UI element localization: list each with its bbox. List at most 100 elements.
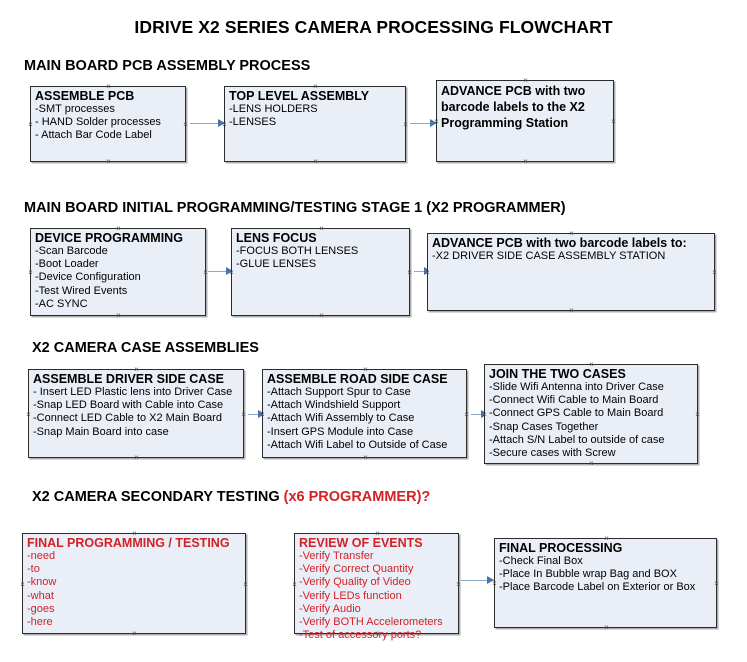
box-advance-pcb-programming-station[interactable]: ADVANCE PCB with two barcode labels to t…	[436, 80, 614, 162]
box-title: REVIEW OF EVENTS	[299, 536, 423, 550]
box-title: ASSEMBLE DRIVER SIDE CASE	[33, 372, 225, 386]
connector-arrow	[258, 410, 265, 418]
box-final-processing[interactable]: FINAL PROCESSING -Check Final Box -Place…	[494, 538, 717, 628]
section-heading-secondary-testing: X2 CAMERA SECONDARY TESTING (x6 PROGRAMM…	[32, 489, 430, 505]
box-line: -AC SYNC	[35, 297, 88, 310]
connector-arrow	[218, 119, 225, 127]
connector-line	[461, 580, 494, 581]
connector-arrow	[430, 119, 437, 127]
box-title: FINAL PROCESSING	[499, 541, 623, 555]
box-line: -goes	[27, 602, 55, 615]
box-line: -Connect GPS Cable to Main Board	[489, 407, 664, 420]
connection-handle-right	[711, 269, 718, 276]
box-join-the-two-cases[interactable]: JOIN THE TWO CASES -Slide Wifi Antenna i…	[484, 364, 698, 464]
box-line-overflow: -Test of accessory ports?	[299, 629, 422, 642]
connection-handle-bottom	[318, 312, 325, 319]
box-title: ADVANCE PCB with two barcode labels to t…	[441, 84, 586, 130]
box-line: -Device Configuration	[35, 271, 141, 284]
box-line: -Boot Loader	[35, 258, 99, 271]
box-line: -Snap Main Board into case	[33, 425, 169, 438]
connection-handle-bottom	[131, 630, 138, 637]
box-line: -Verify BOTH Accelerometers	[299, 616, 443, 629]
box-line: -LENSES	[229, 116, 277, 129]
section-heading-accent: (x6 PROGRAMMER)?	[283, 489, 431, 505]
box-line: -to	[27, 563, 40, 576]
section-heading-initial-programming: MAIN BOARD INITIAL PROGRAMMING/TESTING S…	[24, 200, 566, 216]
box-line: -Verify LEDs function	[299, 589, 402, 602]
connector-line	[410, 123, 436, 124]
box-line: -Connect LED Cable to X2 Main Board	[33, 412, 222, 425]
box-advance-pcb-driver-side-station[interactable]: ADVANCE PCB with two barcode labels to: …	[427, 233, 715, 311]
box-line: -know	[27, 576, 57, 589]
box-title: LENS FOCUS	[236, 231, 317, 245]
connector-line	[414, 271, 430, 272]
box-line: -Attach Windshield Support	[267, 399, 401, 412]
connection-handle-bottom	[603, 624, 610, 631]
box-line: -SMT processes	[35, 103, 115, 115]
box-line: -Verify Audio	[299, 602, 361, 615]
section-heading-main-board-pcb: MAIN BOARD PCB ASSEMBLY PROCESS	[24, 58, 310, 74]
box-line: -Attach Wifi Label to Outside of Case	[267, 438, 448, 451]
box-line: -need	[27, 550, 56, 562]
connection-handle-bottom	[362, 454, 369, 461]
box-line: -Verify Transfer	[299, 550, 374, 562]
page-title: IDRIVE X2 SERIES CAMERA PROCESSING FLOWC…	[134, 17, 613, 37]
connector-line	[471, 414, 487, 415]
box-line: -here	[27, 616, 53, 629]
section-heading-case-assemblies: X2 CAMERA CASE ASSEMBLIES	[32, 340, 259, 356]
box-line: -Place In Bubble wrap Bag and BOX	[499, 568, 677, 581]
connector-arrow	[487, 576, 494, 584]
box-line: -Verify Quality of Video	[299, 576, 411, 589]
box-line: -LENS HOLDERS	[229, 103, 318, 115]
section-heading-text: X2 CAMERA CASE ASSEMBLIES	[32, 340, 259, 356]
box-line: -Check Final Box	[499, 555, 583, 567]
box-line: -Verify Correct Quantity	[299, 563, 414, 576]
box-line: -FOCUS BOTH LENSES	[236, 245, 359, 257]
connection-handle-bottom	[312, 158, 319, 165]
box-line: -Slide Wifi Antenna into Driver Case	[489, 381, 664, 393]
box-title: FINAL PROGRAMMING / TESTING	[27, 536, 230, 550]
box-title: TOP LEVEL ASSEMBLY	[229, 89, 370, 103]
section-heading-text: X2 CAMERA SECONDARY TESTING	[32, 489, 284, 505]
connector-line	[248, 414, 266, 415]
box-line: -Place Barcode Label on Exterior or Box	[499, 581, 696, 594]
box-assemble-road-side-case[interactable]: ASSEMBLE ROAD SIDE CASE -Attach Support …	[262, 369, 467, 458]
box-lens-focus[interactable]: LENS FOCUS -FOCUS BOTH LENSES -GLUE LENS…	[231, 228, 410, 316]
connector-line	[190, 123, 224, 124]
box-line: -GLUE LENSES	[236, 258, 317, 271]
box-line: -Snap LED Board with Cable into Case	[33, 399, 224, 412]
box-line: -X2 DRIVER SIDE CASE ASSEMBLY STATION	[432, 250, 666, 262]
connection-handle-bottom	[133, 454, 140, 461]
box-title: JOIN THE TWO CASES	[489, 367, 626, 381]
box-line: -Attach Support Spur to Case	[267, 386, 411, 398]
box-line: -Secure cases with Screw	[489, 447, 616, 460]
box-title: DEVICE PROGRAMMING	[35, 231, 183, 245]
box-title: ASSEMBLE PCB	[35, 89, 135, 103]
box-line: -Test Wired Events	[35, 284, 128, 297]
box-review-of-events[interactable]: REVIEW OF EVENTS -Verify Transfer -Verif…	[294, 533, 459, 641]
box-title: ASSEMBLE ROAD SIDE CASE	[267, 372, 448, 386]
connector-line	[208, 271, 232, 272]
box-title: ADVANCE PCB with two barcode labels to:	[432, 236, 687, 250]
box-line: -what	[27, 589, 54, 602]
connection-handle-bottom	[522, 158, 529, 165]
connection-handle-bottom	[105, 158, 112, 165]
connection-handle-bottom	[115, 312, 122, 319]
box-line: -Snap Cases Together	[489, 420, 599, 433]
box-final-programming-testing[interactable]: FINAL PROGRAMMING / TESTING -need -to -k…	[22, 533, 246, 634]
box-line: -Scan Barcode	[35, 245, 108, 257]
section-heading-text: MAIN BOARD PCB ASSEMBLY PROCESS	[24, 58, 311, 74]
box-line: -Connect Wifi Cable to Main Board	[489, 394, 659, 407]
box-assemble-driver-side-case[interactable]: ASSEMBLE DRIVER SIDE CASE - Insert LED P…	[28, 369, 244, 458]
connector-arrow	[226, 267, 233, 275]
box-assemble-pcb[interactable]: ASSEMBLE PCB -SMT processes - HAND Solde…	[30, 86, 186, 162]
box-line: -Attach S/N Label to outside of case	[489, 433, 665, 446]
box-line: -Attach Wifi Assembly to Case	[267, 412, 415, 425]
connection-handle-bottom	[588, 460, 595, 467]
box-device-programming[interactable]: DEVICE PROGRAMMING -Scan Barcode -Boot L…	[30, 228, 206, 316]
section-heading-text: MAIN BOARD INITIAL PROGRAMMING/TESTING S…	[24, 200, 566, 216]
box-line: - HAND Solder processes	[35, 116, 161, 129]
box-line: -Insert GPS Module into Case	[267, 425, 414, 438]
box-top-level-assembly[interactable]: TOP LEVEL ASSEMBLY -LENS HOLDERS -LENSES	[224, 86, 406, 162]
